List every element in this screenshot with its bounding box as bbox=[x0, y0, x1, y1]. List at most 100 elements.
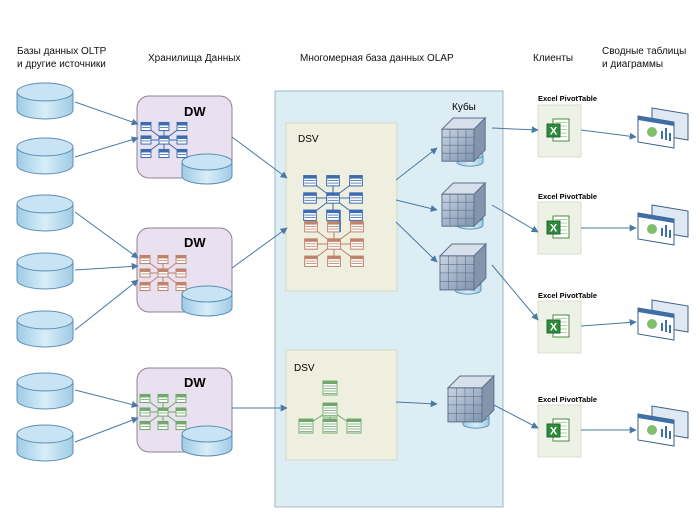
schema-table bbox=[304, 221, 318, 233]
flow-arrow bbox=[74, 262, 139, 271]
dw-database-1 bbox=[181, 153, 233, 185]
dw-label-1: DW bbox=[184, 104, 206, 119]
schema-table bbox=[322, 418, 338, 434]
schema-table bbox=[327, 221, 341, 233]
oltp-source-database-7 bbox=[16, 424, 74, 462]
header-clients: Клиенты bbox=[533, 53, 574, 64]
svg-text:X: X bbox=[550, 426, 558, 438]
schema-table bbox=[176, 121, 188, 132]
schema-table bbox=[139, 420, 151, 431]
dw-label-3: DW bbox=[184, 375, 206, 390]
schema-table bbox=[175, 254, 187, 265]
oltp-source-database-1 bbox=[16, 82, 74, 120]
schema-table bbox=[175, 393, 187, 404]
schema-table bbox=[140, 121, 152, 132]
dw-database-2 bbox=[181, 285, 233, 317]
pivot-chart-icon bbox=[637, 107, 689, 149]
flow-arrow bbox=[491, 126, 539, 134]
schema-table bbox=[303, 209, 317, 221]
schema-table bbox=[139, 393, 151, 404]
schema-table bbox=[139, 281, 151, 292]
schema-table bbox=[346, 418, 362, 434]
flow-arrow bbox=[395, 221, 438, 263]
schema-table bbox=[139, 254, 151, 265]
oltp-source-database-3 bbox=[16, 194, 74, 232]
schema-table bbox=[158, 135, 170, 145]
oltp-source-database-4 bbox=[16, 252, 74, 290]
flow-arrow bbox=[395, 400, 438, 408]
schema-table bbox=[298, 418, 314, 434]
excel-icon: X bbox=[546, 418, 570, 442]
oltp-source-database-2 bbox=[16, 137, 74, 175]
flow-arrow bbox=[74, 136, 139, 158]
oltp-source-database-6 bbox=[16, 372, 74, 410]
flow-arrow bbox=[491, 264, 539, 321]
excel-icon: X bbox=[546, 215, 570, 239]
schema-table bbox=[322, 380, 338, 396]
schema-table bbox=[326, 192, 340, 204]
svg-text:X: X bbox=[550, 223, 558, 235]
flow-arrow bbox=[491, 403, 539, 429]
olap-cube-4 bbox=[446, 374, 496, 424]
oltp-source-database-5 bbox=[16, 310, 74, 348]
schema-table bbox=[157, 407, 169, 417]
dw-label-2: DW bbox=[184, 235, 206, 250]
pivot-chart-icon bbox=[637, 405, 689, 447]
schema-table bbox=[140, 148, 152, 159]
schema-table bbox=[327, 255, 341, 267]
dw-database-3 bbox=[181, 425, 233, 457]
schema-table bbox=[175, 420, 187, 431]
flow-arrow bbox=[395, 147, 438, 181]
olap-cube-1 bbox=[440, 116, 487, 163]
cubes-label: Кубы bbox=[452, 101, 476, 113]
schema-table bbox=[349, 175, 363, 187]
schema-table bbox=[157, 268, 169, 278]
flow-arrow bbox=[231, 227, 288, 269]
schema-table bbox=[175, 407, 187, 417]
dsv-label-2: DSV bbox=[294, 363, 315, 374]
olap-cube-3 bbox=[438, 242, 488, 292]
schema-table bbox=[326, 209, 340, 221]
excel-label-4: Excel PivotTable bbox=[538, 395, 597, 404]
schema-table bbox=[158, 121, 170, 132]
flow-arrow bbox=[395, 199, 438, 212]
flow-arrow bbox=[580, 129, 637, 140]
svg-text:X: X bbox=[550, 322, 558, 334]
schema-table bbox=[175, 268, 187, 278]
schema-table bbox=[350, 238, 364, 250]
schema-table bbox=[349, 209, 363, 221]
dsv-panel-2 bbox=[285, 349, 398, 461]
schema-table bbox=[349, 192, 363, 204]
excel-label-2: Excel PivotTable bbox=[538, 192, 597, 201]
schema-table bbox=[176, 135, 188, 145]
schema-table bbox=[139, 407, 151, 417]
flow-arrow bbox=[491, 204, 539, 233]
excel-label-1: Excel PivotTable bbox=[538, 94, 597, 103]
header-olap: Многомерная база данных OLAP bbox=[300, 53, 454, 64]
header-pivots: Сводные таблицы и диаграммы bbox=[602, 46, 687, 70]
schema-table bbox=[326, 175, 340, 187]
header-warehouses: Хранилища Данных bbox=[148, 53, 241, 64]
schema-table bbox=[304, 238, 318, 250]
flow-arrow bbox=[74, 416, 139, 443]
schema-table bbox=[176, 148, 188, 159]
dsv-label-1: DSV bbox=[298, 134, 319, 145]
schema-table bbox=[303, 192, 317, 204]
flow-arrow bbox=[580, 318, 637, 327]
schema-table bbox=[350, 255, 364, 267]
schema-table bbox=[304, 255, 318, 267]
pivot-chart-icon bbox=[637, 299, 689, 341]
schema-table bbox=[157, 281, 169, 292]
flow-arrow bbox=[74, 211, 139, 259]
excel-label-3: Excel PivotTable bbox=[538, 291, 597, 300]
schema-table bbox=[158, 148, 170, 159]
schema-table bbox=[157, 420, 169, 431]
dsv-panel-1 bbox=[285, 122, 398, 292]
schema-table bbox=[327, 238, 341, 250]
flow-arrow bbox=[74, 101, 139, 126]
schema-table bbox=[350, 221, 364, 233]
flow-arrow bbox=[74, 389, 139, 408]
schema-table bbox=[175, 281, 187, 292]
svg-text:X: X bbox=[550, 126, 558, 138]
